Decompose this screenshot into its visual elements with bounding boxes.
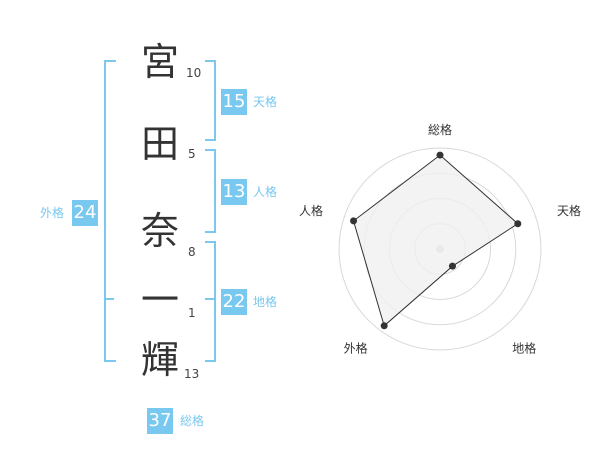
name-char-5: 輝	[140, 338, 179, 382]
tenkaku-value-box: 15	[221, 89, 247, 115]
radar-axis-label-3: 地格	[512, 341, 536, 356]
soukaku-label: 総格	[180, 414, 205, 428]
radar-point-5	[350, 217, 358, 225]
radar-point-3	[448, 262, 456, 270]
gaikaku-value-box: 24	[72, 200, 98, 226]
chikaku-bracket-middle-tick	[205, 298, 216, 300]
name-char-2: 田	[140, 122, 179, 166]
jinkaku-bracket	[205, 149, 216, 233]
name-char-4: 一	[140, 278, 179, 322]
gaikaku-bracket-middle-tick	[104, 298, 114, 300]
chikaku-bracket	[205, 241, 216, 362]
chikaku-value-box: 22	[221, 289, 247, 315]
name-char-1: 宮	[140, 40, 179, 84]
jinkaku-label: 人格	[253, 185, 278, 199]
radar-point-2	[514, 220, 522, 228]
gaikaku-label: 外格	[40, 206, 65, 220]
radar-axis-label-1: 総格	[428, 122, 452, 137]
stroke-count-2: 5	[188, 147, 196, 161]
jinkaku-value-box: 13	[221, 179, 247, 205]
radar-axis-label-2: 天格	[557, 203, 581, 218]
radar-point-1	[436, 151, 444, 159]
soukaku-value-box: 37	[147, 408, 173, 434]
tenkaku-label: 天格	[253, 95, 278, 109]
tenkaku-bracket	[205, 60, 216, 141]
name-char-3: 奈	[140, 209, 179, 253]
stroke-count-5: 13	[184, 367, 200, 381]
stroke-count-4: 1	[188, 306, 196, 320]
stroke-count-1: 10	[186, 66, 202, 80]
radar-axis-label-5: 人格	[299, 203, 323, 218]
radar-data-polygon	[352, 154, 519, 327]
radar-point-4	[380, 322, 388, 330]
radar-grid-ring	[338, 147, 542, 351]
chikaku-label: 地格	[253, 295, 278, 309]
radar-axis-label-4: 外格	[344, 341, 368, 356]
stroke-count-3: 8	[188, 245, 196, 259]
gaikaku-bracket	[104, 60, 116, 362]
